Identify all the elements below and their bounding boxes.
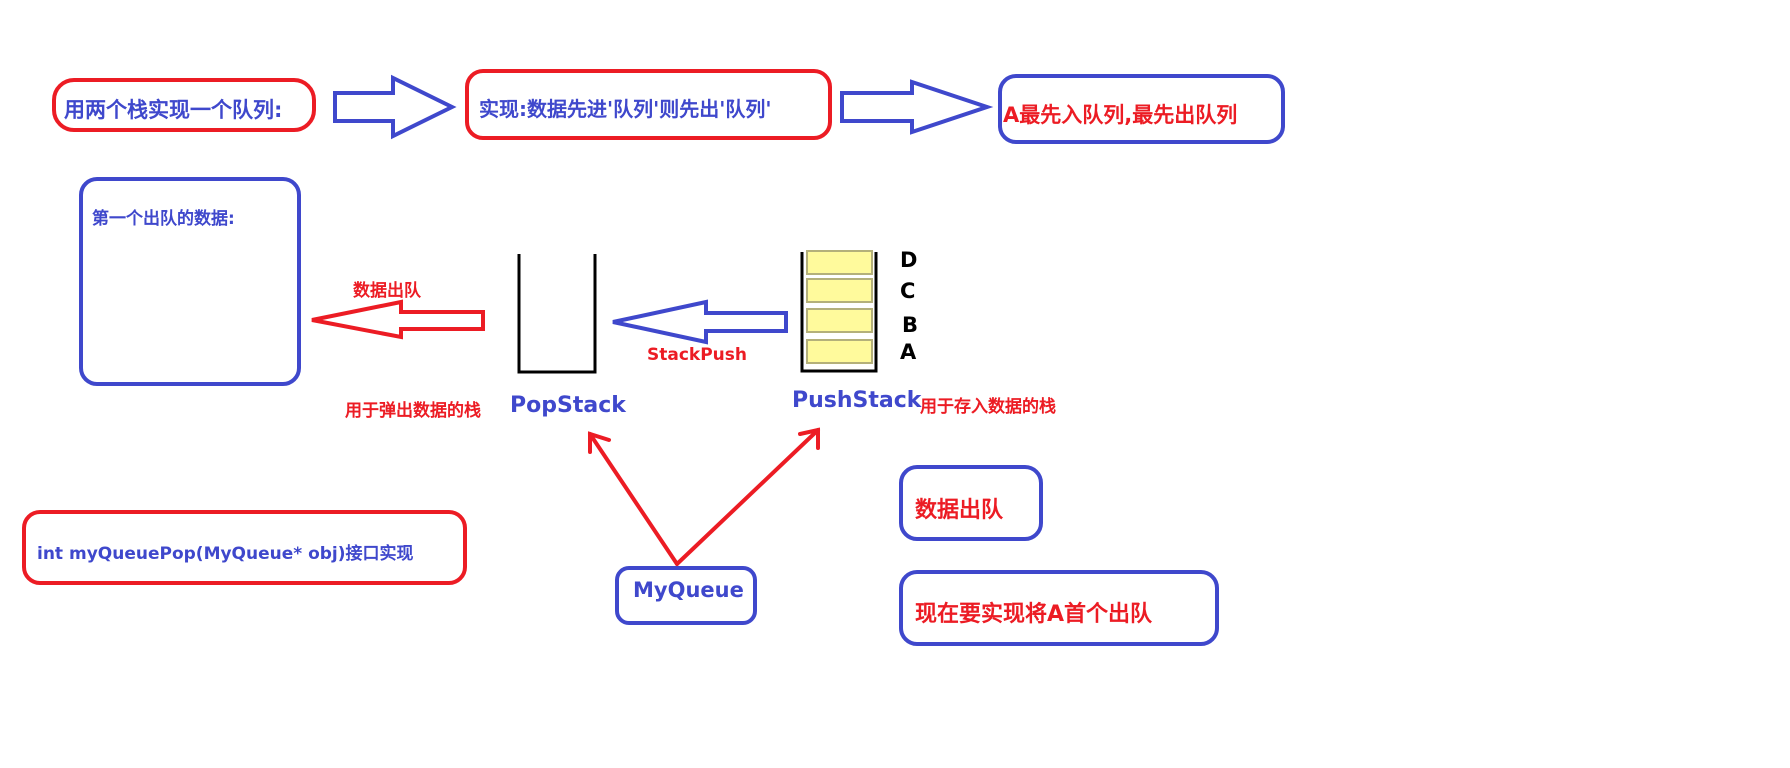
step2-box [465,69,832,140]
pushstack-cell-c [806,278,873,303]
pushstack-cell-a [806,339,873,364]
myqueue-box [615,566,757,625]
popstack-container [517,254,597,374]
step1-text: 用两个栈实现一个队列: [64,98,283,122]
pushstack-container [800,252,878,373]
pushstack-label-c: C [900,279,916,303]
pushstack-cell-d [806,250,873,275]
interface-box [22,510,467,585]
step2-text: 实现:数据先进'队列'则先出'队列' [479,97,772,121]
action-note-text: 数据出队 [915,498,1004,523]
dequeue-arrow [311,299,485,340]
popstack-description: 用于弹出数据的栈 [345,401,481,421]
pushstack-label-d: D [900,248,918,272]
goal-note-text: 现在要实现将A首个出队 [915,602,1153,627]
dequeued-data-label: 第一个出队的数据: [92,209,235,229]
step3-text: A最先入队列,最先出队列 [1003,103,1238,127]
interface-text: int myQueuePop(MyQueue* obj)接口实现 [37,544,414,564]
queue-to-pushstack-arrow [675,427,820,566]
popstack-name: PopStack [510,393,626,418]
action-note-box [899,465,1043,541]
pushstack-description: 用于存入数据的栈 [920,397,1056,417]
pushstack-name: PushStack [792,388,922,413]
step1-box [52,78,316,132]
pushstack-cell-b [806,308,873,333]
step3-box [998,74,1285,144]
myqueue-name: MyQueue [633,578,744,602]
pushstack-label-b: B [902,313,919,337]
flow-arrow-1 [333,74,457,140]
dequeued-data-box [79,177,301,386]
stackpush-arrow-label: StackPush [647,345,748,365]
dequeue-arrow-label: 数据出队 [353,281,421,301]
pushstack-label-a: A [900,340,917,364]
flow-arrow-2 [840,79,994,135]
queue-to-popstack-arrow [588,431,679,566]
stackpush-arrow [612,299,788,345]
goal-note-box [899,570,1219,646]
